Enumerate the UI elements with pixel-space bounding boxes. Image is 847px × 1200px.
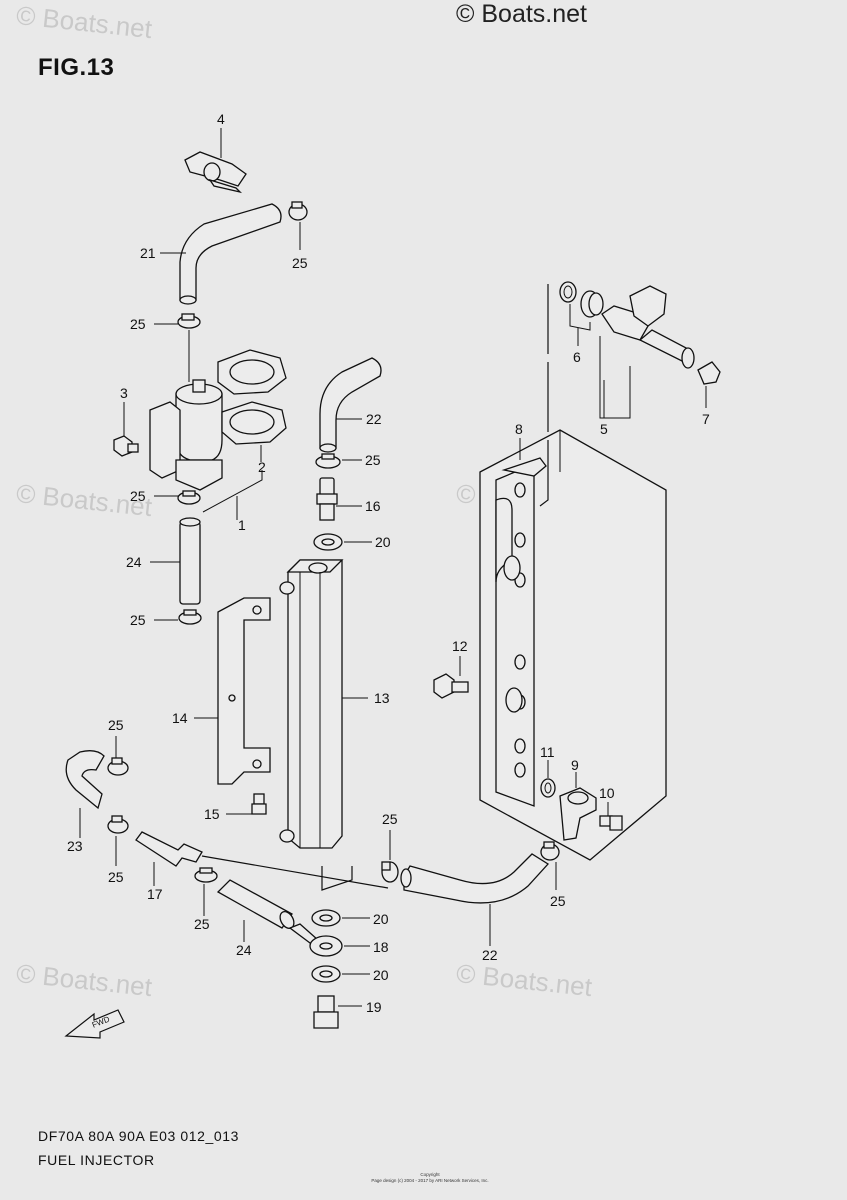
callout-3: 3	[120, 385, 128, 401]
callout-8: 8	[515, 421, 523, 437]
fineprint-line-1: Copyright	[420, 1172, 440, 1177]
callout-23: 23	[67, 838, 83, 854]
copyright-label: © Boats.net	[456, 0, 587, 28]
part-22-hose[interactable]	[319, 357, 382, 453]
part-12-bolt[interactable]	[433, 673, 469, 699]
part-21-hose[interactable]	[179, 203, 282, 305]
callout-6: 6	[573, 349, 581, 365]
part-18-banjo[interactable]	[288, 923, 343, 957]
part-19-bolt[interactable]	[313, 995, 339, 1029]
callout-18: 18	[373, 939, 389, 955]
part-16-fitting[interactable]	[316, 477, 338, 521]
part-10-screw[interactable]	[599, 815, 623, 831]
callout-25: 25	[292, 255, 308, 271]
callout-1: 1	[238, 517, 246, 533]
part-20-washer[interactable]	[313, 533, 343, 551]
part-25-clamp[interactable]	[540, 841, 560, 861]
callout-24: 24	[236, 942, 252, 958]
part-25-clamp[interactable]	[194, 867, 218, 883]
part-11-o-ring[interactable]	[540, 778, 556, 798]
part-6-seal[interactable]	[580, 290, 604, 318]
part-20-washer[interactable]	[311, 909, 341, 927]
fwd-arrow-icon: FWD	[64, 1009, 125, 1039]
fineprint-line-2: Page design (c) 2004 - 2017 by ARI Netwo…	[371, 1178, 489, 1183]
callout-22: 22	[482, 947, 498, 963]
part-24-hose[interactable]	[216, 879, 297, 931]
part-22-hose[interactable]	[400, 853, 550, 904]
figure-title: FIG.13	[38, 54, 115, 81]
part-24-hose[interactable]	[179, 517, 201, 605]
part-9-elbow[interactable]	[559, 787, 597, 841]
callout-2: 2	[258, 459, 266, 475]
part-25-clamp[interactable]	[177, 313, 201, 329]
callout-17: 17	[147, 886, 163, 902]
callout-19: 19	[366, 999, 382, 1015]
callout-16: 16	[365, 498, 381, 514]
callout-4: 4	[217, 111, 225, 127]
callout-25: 25	[382, 811, 398, 827]
callout-21: 21	[140, 245, 156, 261]
part-1-filter[interactable]	[149, 379, 223, 491]
part-15-bolt[interactable]	[251, 793, 267, 815]
callout-20: 20	[373, 967, 389, 983]
part-5-injector[interactable]	[601, 285, 695, 369]
part-2-bracket[interactable]	[217, 349, 287, 445]
part-7-cap[interactable]	[697, 361, 721, 385]
callout-25: 25	[365, 452, 381, 468]
part-25-clamp[interactable]	[178, 609, 202, 625]
callout-15: 15	[204, 806, 220, 822]
callout-25: 25	[130, 316, 146, 332]
callout-25: 25	[108, 717, 124, 733]
callout-11: 11	[540, 744, 555, 760]
part-25-clamp[interactable]	[107, 815, 129, 834]
callout-20: 20	[375, 534, 391, 550]
part-23-hose[interactable]	[65, 750, 105, 810]
callout-labels: 1 2 3 4 5 6 7 8 9 10 11 12 13 14 15 16 1…	[67, 111, 710, 1015]
callout-25: 25	[130, 488, 146, 504]
callout-14: 14	[172, 710, 188, 726]
part-25-clamp[interactable]	[315, 453, 341, 469]
callout-25: 25	[194, 916, 210, 932]
part-13-fuel-rail[interactable]	[279, 559, 344, 849]
part-25-clamp[interactable]	[381, 861, 399, 883]
callout-13: 13	[374, 690, 390, 706]
callout-25: 25	[130, 612, 146, 628]
callout-9: 9	[571, 757, 579, 773]
part-3-bolt[interactable]	[113, 435, 139, 457]
part-4-clip[interactable]	[184, 151, 247, 194]
callout-22: 22	[366, 411, 382, 427]
callout-5: 5	[600, 421, 608, 437]
callout-25: 25	[108, 869, 124, 885]
part-25-clamp[interactable]	[107, 757, 129, 776]
callout-12: 12	[452, 638, 468, 654]
part-14-bracket[interactable]	[217, 597, 271, 785]
part-17-pipe[interactable]	[135, 831, 203, 867]
part-20-washer[interactable]	[311, 965, 341, 983]
fineprint: Copyright Page design (c) 2004 - 2017 by…	[360, 1172, 500, 1184]
part-8-manifold[interactable]	[479, 429, 667, 861]
callout-20: 20	[373, 911, 389, 927]
model-code: DF70A 80A 90A E03 012_013	[38, 1128, 240, 1144]
callout-24: 24	[126, 554, 142, 570]
part-6-o-ring[interactable]	[559, 281, 577, 303]
part-25-clamp[interactable]	[177, 490, 201, 505]
callout-7: 7	[702, 411, 710, 427]
section-title: FUEL INJECTOR	[38, 1152, 155, 1168]
part-25-clamp[interactable]	[288, 201, 308, 221]
callout-25: 25	[550, 893, 566, 909]
callout-10: 10	[599, 785, 615, 801]
